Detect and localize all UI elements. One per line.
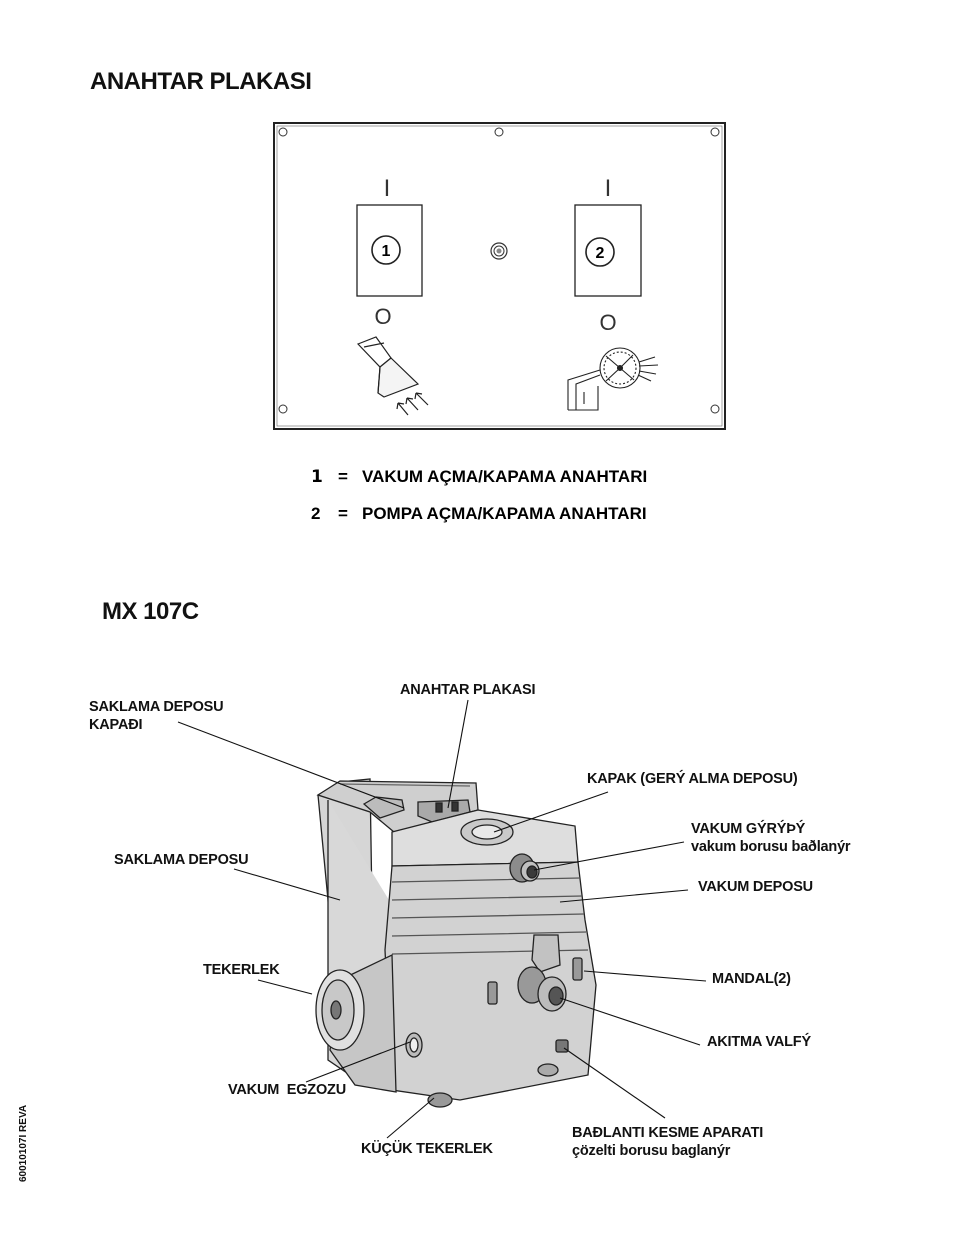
switch-1-number: 1 bbox=[382, 243, 391, 260]
vacuum-inlet-label: VAKUM GÝRÝÞÝ vakum borusu baðlanýr bbox=[691, 820, 851, 856]
vacuum-inlet-label-line1: VAKUM GÝRÝÞÝ bbox=[691, 821, 806, 837]
legend-2-eq: = bbox=[338, 504, 348, 523]
storage-lid-label: SAKLAMA DEPOSU KAPAÐI bbox=[89, 698, 224, 734]
machine-diagram bbox=[177, 699, 707, 1139]
machine-illustration bbox=[315, 778, 597, 1108]
vacuum-exhaust-label: VAKUM EGZOZU bbox=[228, 1082, 346, 1098]
plate-inner-outline bbox=[276, 125, 723, 427]
switch-plate-label: ANAHTAR PLAKASI bbox=[400, 682, 536, 698]
pump-icon bbox=[567, 347, 659, 411]
switch-2-number: 2 bbox=[596, 245, 605, 262]
screw-hole-icon bbox=[278, 127, 288, 137]
switch-legend: 1 = VAKUM AÇMA/KAPAMA ANAHTARI 2 = POMPA… bbox=[311, 467, 647, 523]
quick-disconnect-label-line1: BAÐLANTI KESME APARATI bbox=[572, 1125, 764, 1141]
legend-1-number: 1 bbox=[311, 467, 323, 487]
legend-2-number: 2 bbox=[311, 504, 320, 523]
caster-label: KÜÇÜK TEKERLEK bbox=[361, 1141, 493, 1157]
screw-hole-icon bbox=[710, 404, 720, 414]
indicator-light-icon bbox=[490, 242, 508, 260]
switch-1-off-symbol: O bbox=[374, 304, 391, 329]
storage-tank-label: SAKLAMA DEPOSU bbox=[114, 852, 249, 868]
screw-hole-icon bbox=[278, 404, 288, 414]
switch-1-on-symbol: I bbox=[384, 175, 391, 202]
vacuum-wand-icon bbox=[356, 336, 429, 416]
legend-1-eq: = bbox=[338, 467, 348, 486]
storage-lid-label-line1: SAKLAMA DEPOSU bbox=[89, 699, 224, 715]
lid-label: KAPAK (GERÝ ALMA DEPOSU) bbox=[587, 771, 798, 787]
indicator-light-inner bbox=[493, 245, 505, 257]
quick-disconnect-label: BAÐLANTI KESME APARATI çözelti borusu ba… bbox=[572, 1124, 763, 1160]
callout-leader-lines bbox=[177, 699, 707, 1139]
switch-2-on-symbol: I bbox=[605, 175, 612, 202]
indicator-light-core bbox=[496, 248, 502, 254]
switch-plate-heading: ANAHTAR PLAKASI bbox=[90, 68, 312, 95]
legend-2-text: POMPA AÇMA/KAPAMA ANAHTARI bbox=[362, 504, 647, 523]
screw-hole-icon bbox=[494, 127, 504, 137]
switch-2: I 2 O bbox=[574, 175, 642, 335]
wheel-label: TEKERLEK bbox=[203, 962, 280, 978]
plate-outline bbox=[273, 122, 726, 430]
quick-disconnect-label-line2: çözelti borusu baglanýr bbox=[572, 1143, 731, 1159]
drain-valve-label: AKITMA VALFÝ bbox=[707, 1034, 811, 1050]
machine-heading: MX 107C bbox=[102, 598, 199, 625]
legend-1-text: VAKUM AÇMA/KAPAMA ANAHTARI bbox=[362, 467, 647, 486]
switch-2-number-circle bbox=[585, 237, 615, 267]
screw-hole-icon bbox=[710, 127, 720, 137]
vacuum-tank-label: VAKUM DEPOSU bbox=[698, 879, 813, 895]
storage-lid-label-line2: KAPAÐI bbox=[89, 717, 143, 733]
latch-label: MANDAL(2) bbox=[712, 971, 791, 987]
vacuum-inlet-label-line2: vakum borusu baðlanýr bbox=[691, 839, 851, 855]
switch-1: I 1 O bbox=[356, 175, 423, 329]
switch-1-number-circle bbox=[371, 235, 401, 265]
switch-plate-diagram: I 1 O I 2 O 1 = VAKUM AÇMA/KAPAMA bbox=[273, 122, 726, 523]
switch-2-off-symbol: O bbox=[599, 310, 616, 335]
document-id: 60010107I REVA bbox=[18, 1104, 29, 1182]
